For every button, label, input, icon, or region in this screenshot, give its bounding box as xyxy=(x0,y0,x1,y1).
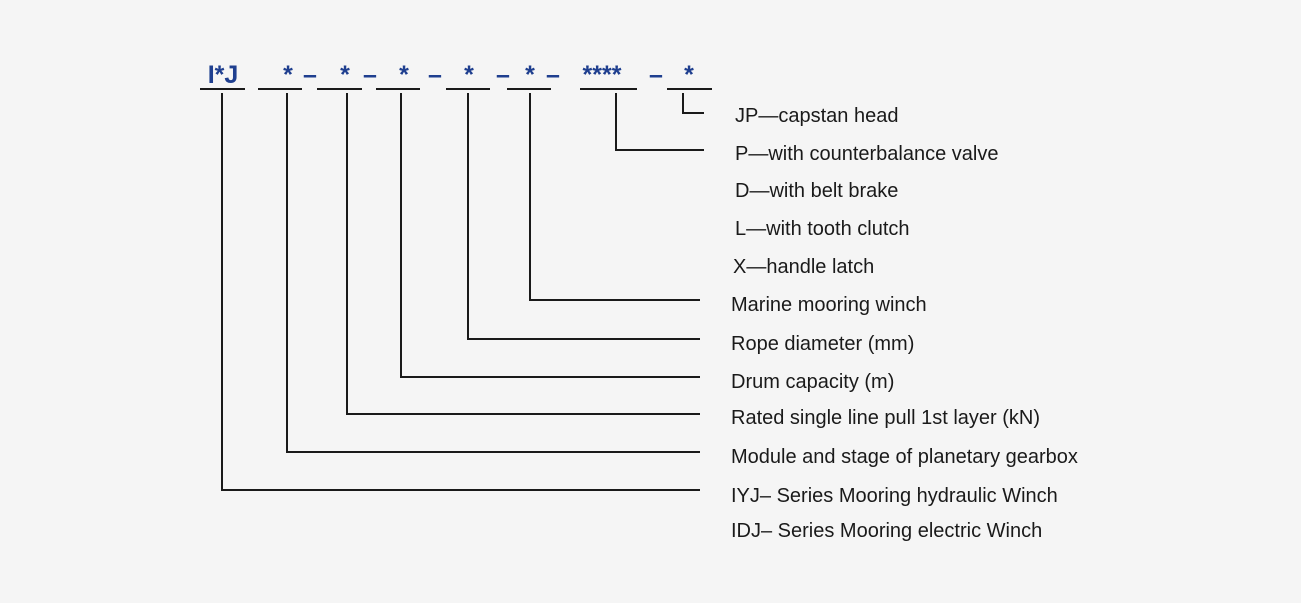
code-dash: – xyxy=(649,61,663,89)
code-segment-rated-pull: * xyxy=(340,61,350,89)
label-handle-latch: X—handle latch xyxy=(733,256,874,278)
leader-rated-pull xyxy=(346,93,700,415)
label-drum-capacity: Drum capacity (m) xyxy=(731,371,894,393)
leader-rope xyxy=(467,93,700,340)
label-rope-diameter: Rope diameter (mm) xyxy=(731,333,914,355)
label-counterbalance-valve: P—with counterbalance valve xyxy=(735,143,998,165)
label-hydraulic-series: IYJ– Series Mooring hydraulic Winch xyxy=(731,485,1058,507)
label-capstan-head: JP—capstan head xyxy=(735,105,898,127)
code-segment-capstan: * xyxy=(684,61,694,89)
label-electric-series: IDJ– Series Mooring electric Winch xyxy=(731,520,1042,542)
leader-series xyxy=(221,93,700,491)
code-segment-marine: * xyxy=(525,61,535,89)
code-dash: – xyxy=(496,61,510,89)
leader-capstan xyxy=(682,93,704,114)
labels: JP—capstan head P—with counterbalance va… xyxy=(731,105,1078,542)
model-code: I*J * – * – * – * – * – **** – * xyxy=(208,61,694,89)
leader-drum xyxy=(400,93,700,378)
code-segment-gearbox: * xyxy=(283,61,293,89)
label-tooth-clutch: L—with tooth clutch xyxy=(735,218,910,240)
code-segment-rope: * xyxy=(464,61,474,89)
leader-options xyxy=(615,93,704,151)
code-dash: – xyxy=(303,61,317,89)
code-prefix: I*J xyxy=(208,61,239,89)
code-segment-options: **** xyxy=(583,61,622,89)
label-rated-pull: Rated single line pull 1st layer (kN) xyxy=(731,407,1040,429)
code-segment-drum: * xyxy=(399,61,409,89)
leader-lines xyxy=(221,93,704,491)
label-gearbox: Module and stage of planetary gearbox xyxy=(731,446,1078,468)
code-dash: – xyxy=(428,61,442,89)
label-belt-brake: D—with belt brake xyxy=(735,180,898,202)
code-dash: – xyxy=(546,61,560,89)
label-marine-mooring-winch: Marine mooring winch xyxy=(731,294,927,316)
leader-marine xyxy=(529,93,700,301)
code-dash: – xyxy=(363,61,377,89)
leader-gearbox xyxy=(286,93,700,453)
